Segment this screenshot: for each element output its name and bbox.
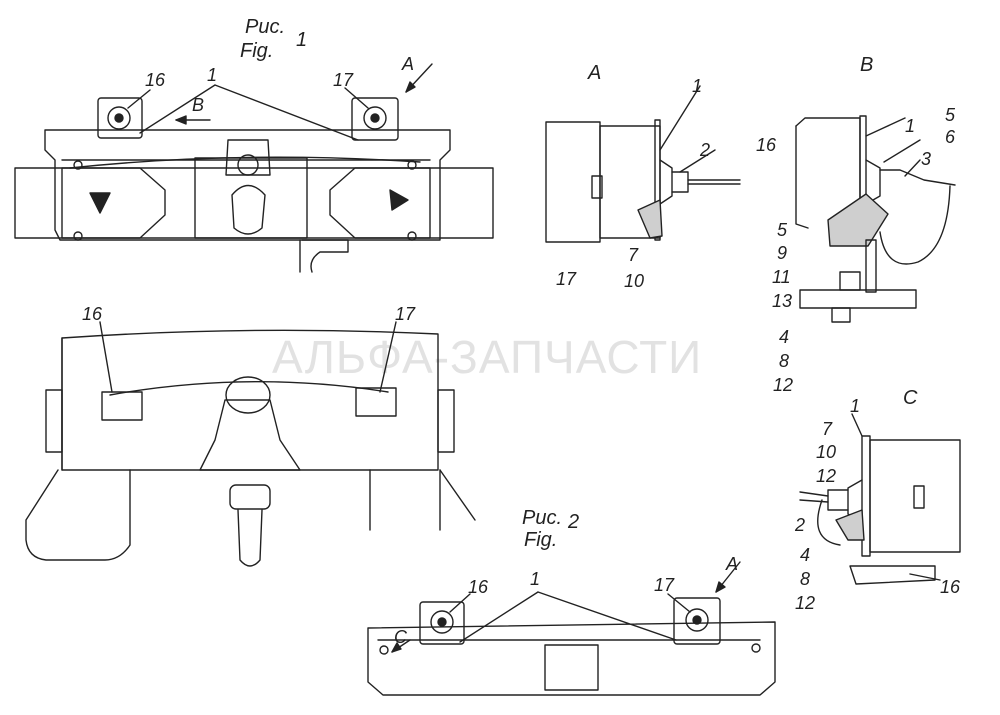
view-b-callout-11: 11 <box>772 267 791 287</box>
view-b-callout-8: 8 <box>779 351 790 371</box>
view-a-callout-7: 7 <box>628 245 639 265</box>
callout-1: 1 <box>207 65 218 85</box>
view-c-callout-4: 4 <box>800 545 811 565</box>
view-b-callout-9: 9 <box>777 243 788 263</box>
view-b-callout-13: 13 <box>772 291 793 311</box>
fig2-arrow-a-label: A <box>726 554 739 574</box>
view-a-title: A <box>588 62 602 84</box>
mid-callout-16: 16 <box>82 304 103 324</box>
view-a-section <box>545 85 741 243</box>
view-c-callout-16: 16 <box>940 577 961 597</box>
view-c-callout-1: 1 <box>850 396 861 416</box>
view-b-callout-12: 12 <box>773 375 794 395</box>
callout-16: 16 <box>145 70 166 90</box>
view-c-callout-12b: 12 <box>795 593 816 613</box>
fig1-title-en: Fig. <box>240 40 274 62</box>
view-a-callout-17: 17 <box>556 269 577 289</box>
view-c-section <box>799 413 961 585</box>
fig2-title-ru: Рис. <box>522 507 563 529</box>
fig2-number: 2 <box>568 511 580 533</box>
arrow-b-label: B <box>192 95 205 115</box>
arrow-a-label: A <box>402 54 415 74</box>
fig1-title-ru: Рис. <box>245 16 286 38</box>
view-b-callout-16: 16 <box>756 135 777 155</box>
view-b-callout-5b: 5 <box>777 220 788 240</box>
view-c-callout-12a: 12 <box>816 466 837 486</box>
fig2-callout-16: 16 <box>468 577 489 597</box>
callout-17: 17 <box>333 70 354 90</box>
fig1-assembly <box>14 63 494 273</box>
view-a-callout-2: 2 <box>700 140 711 160</box>
fig1-number: 1 <box>296 29 308 51</box>
fig2-title-en: Fig. <box>524 529 558 551</box>
view-c-title: C <box>903 387 918 409</box>
view-c-callout-8: 8 <box>800 569 811 589</box>
fig2-callout-1: 1 <box>530 569 541 589</box>
view-a-callout-10: 10 <box>624 271 645 291</box>
view-c-callout-7: 7 <box>822 419 833 439</box>
view-a-callout-1: 1 <box>692 76 703 96</box>
view-b-callout-4: 4 <box>779 327 790 347</box>
view-c-callout-2: 2 <box>795 515 806 535</box>
view-b-section <box>795 115 956 323</box>
view-b-title: B <box>860 54 874 76</box>
fig2-arrow-c-label: C <box>394 627 407 647</box>
fig2-assembly <box>367 561 776 696</box>
fig2-callout-17: 17 <box>654 575 675 595</box>
middle-assembly <box>25 321 476 567</box>
view-c-callout-10: 10 <box>816 442 837 462</box>
view-b-callout-3: 3 <box>921 149 932 169</box>
watermark: АЛЬФА-ЗАПЧАСТИ <box>272 331 703 383</box>
view-b-callout-6: 6 <box>945 127 956 147</box>
view-b-callout-1: 1 <box>905 116 916 136</box>
view-b-callout-5a: 5 <box>945 105 956 125</box>
mid-callout-17: 17 <box>395 304 416 324</box>
